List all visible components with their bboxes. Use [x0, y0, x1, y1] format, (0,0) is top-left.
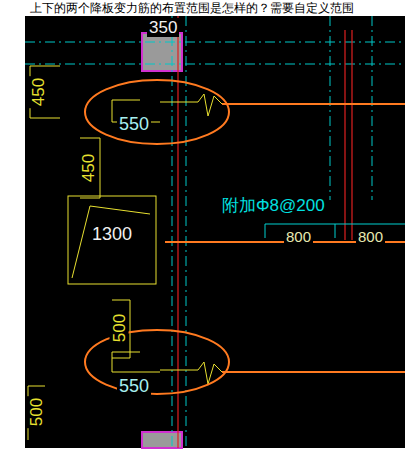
dimension: 450 — [29, 76, 48, 108]
dimension: 350 — [147, 18, 179, 37]
rebar-note: 附加Φ8@200 — [220, 196, 327, 215]
axis-lines — [25, 16, 405, 448]
dimension: 800 — [356, 228, 385, 245]
dimension: 800 — [284, 228, 313, 245]
annotation-marks — [85, 80, 405, 394]
dimension: 500 — [27, 396, 46, 428]
note-text: 上下的两个降板变力筋的布置范围是怎样的？需要自定义范围 — [28, 1, 356, 15]
dimension: 550 — [117, 376, 151, 396]
dimension: 500 — [110, 312, 129, 344]
column — [142, 432, 182, 448]
yellow-brackets — [28, 66, 222, 440]
dimension: 450 — [79, 152, 98, 184]
column — [142, 33, 182, 71]
dimension: 550 — [117, 114, 151, 134]
dimension: 1300 — [90, 224, 134, 244]
drawing-ground — [25, 16, 405, 448]
